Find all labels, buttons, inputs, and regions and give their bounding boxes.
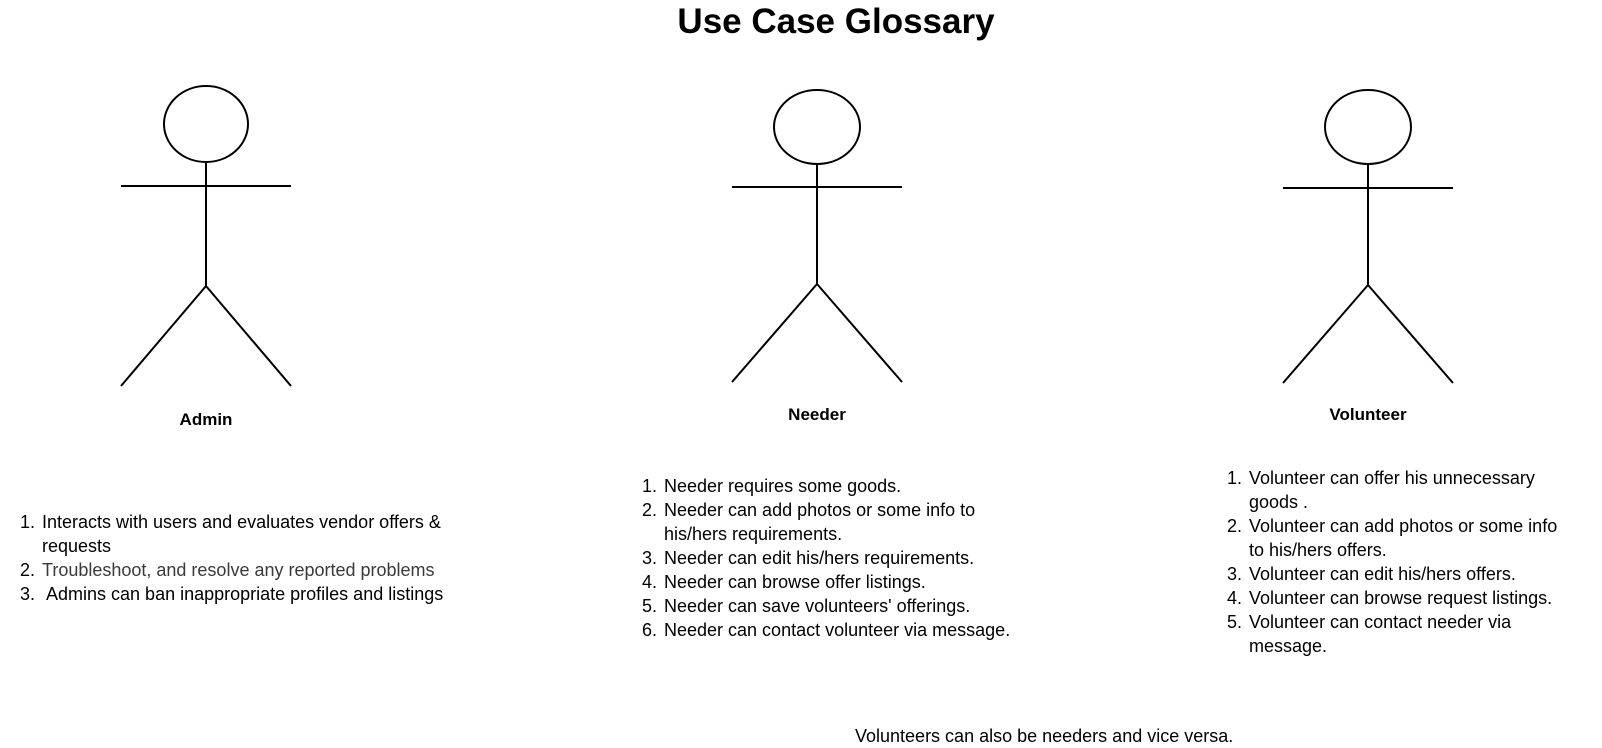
list-item-text: Needer can browse offer listings. [664,572,926,592]
actor-label-needer: Needer [788,405,846,424]
list-item: 1. Volunteer can offer his unnecessary g… [1227,466,1557,514]
list-item-text: Volunteer can add photos or some info [1249,516,1558,536]
list-item-number: 2. [642,500,658,520]
admin-use-case-list: 1. Interacts with users and evaluates ve… [20,510,443,606]
list-item-text: message. [1249,636,1328,656]
list-item-text: Needer can contact volunteer via message… [664,620,1011,640]
actor-label-volunteer: Volunteer [1329,405,1407,424]
list-item-text: Troubleshoot, and resolve any reported p… [42,560,435,580]
list-item: 2. Troubleshoot, and resolve any reporte… [20,558,443,582]
list-item: 5. Needer can save volunteers' offerings… [642,594,1010,618]
list-item-number: 6. [642,620,658,640]
list-item: 2. Volunteer can add photos or some info… [1227,514,1557,562]
volunteer-use-case-list: 1. Volunteer can offer his unnecessary g… [1227,466,1557,658]
list-item-number: 3. [20,584,36,604]
volunteer-actor-icon [1282,89,1454,384]
list-item-number: 2. [1227,516,1243,536]
list-item-number: 5. [1227,612,1243,632]
list-item-text: Needer requires some goods. [664,476,902,496]
list-item-number: 4. [1227,588,1243,608]
list-item: 4. Volunteer can browse request listings… [1227,586,1557,610]
list-item: 3. Volunteer can edit his/hers offers. [1227,562,1557,586]
list-item: 3. Admins can ban inappropriate profiles… [20,582,443,606]
list-item-number: 2. [20,560,36,580]
list-item-text: to his/hers offers. [1249,540,1387,560]
list-item-text: Volunteer can edit his/hers offers. [1249,564,1516,584]
list-item-number: 3. [1227,564,1243,584]
list-item-text: requests [42,536,112,556]
list-item-number: 1. [642,476,658,496]
list-item: 5. Volunteer can contact needer via mess… [1227,610,1557,658]
list-item: 2. Needer can add photos or some info to… [642,498,1010,546]
footnote: Volunteers can also be needers and vice … [855,726,1234,746]
list-item-number: 1. [20,512,36,532]
page-title: Use Case Glossary [677,2,995,41]
list-item-text: Volunteer can contact needer via [1249,612,1512,632]
list-item: 1. Interacts with users and evaluates ve… [20,510,443,558]
list-item-text: Interacts with users and evaluates vendo… [42,512,441,532]
list-item-number: 3. [642,548,658,568]
list-item: 6. Needer can contact volunteer via mess… [642,618,1010,642]
list-item-number: 4. [642,572,658,592]
list-item-text: Needer can add photos or some info to [664,500,976,520]
needer-use-case-list: 1. Needer requires some goods. 2. Needer… [642,474,1010,642]
list-item-text: Volunteer can browse request listings. [1249,588,1553,608]
admin-actor-icon [120,85,292,387]
list-item-text: Needer can save volunteers' offerings. [664,596,971,616]
actor-label-admin: Admin [179,410,233,429]
list-item-text: his/hers requirements. [664,524,843,544]
list-item-text: Admins can ban inappropriate profiles an… [42,584,444,604]
list-item-text: Volunteer can offer his unnecessary [1249,468,1535,488]
list-item-number: 1. [1227,468,1243,488]
list-item: 4. Needer can browse offer listings. [642,570,1010,594]
list-item-text: goods . [1249,492,1309,512]
list-item: 1. Needer requires some goods. [642,474,1010,498]
list-item-text: Needer can edit his/hers requirements. [664,548,975,568]
list-item-number: 5. [642,596,658,616]
list-item: 3. Needer can edit his/hers requirements… [642,546,1010,570]
needer-actor-icon [731,89,903,383]
